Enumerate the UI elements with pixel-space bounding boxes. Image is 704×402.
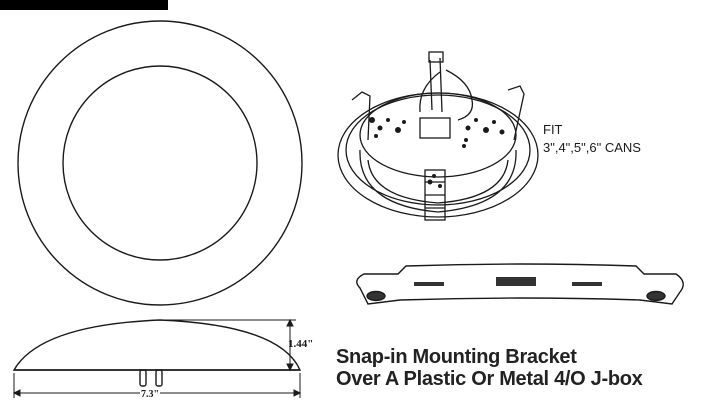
caption-line-1: Snap-in Mounting Bracket — [336, 346, 577, 368]
connector-pin-right — [155, 369, 163, 387]
caption-line-2: Over A Plastic Or Metal 4/O J-box — [336, 368, 643, 390]
outer-trim-circle — [17, 20, 303, 306]
height-dimension-line — [160, 318, 296, 372]
dome-profile — [12, 319, 302, 371]
width-dimension-label: 7.3" — [140, 389, 161, 400]
connector-pin-left — [139, 369, 147, 387]
fixture-perspective-view — [337, 51, 539, 221]
inner-lens-circle — [62, 65, 258, 261]
fit-label: FIT — [543, 122, 563, 137]
fixture-top-view — [17, 20, 303, 306]
fit-sizes-label: 3",4",5",6" CANS — [543, 140, 641, 155]
mounting-bracket — [356, 263, 684, 305]
height-dimension-label: 1.44" — [288, 338, 314, 350]
fixture-side-view — [12, 319, 302, 387]
header-bar — [0, 0, 168, 10]
